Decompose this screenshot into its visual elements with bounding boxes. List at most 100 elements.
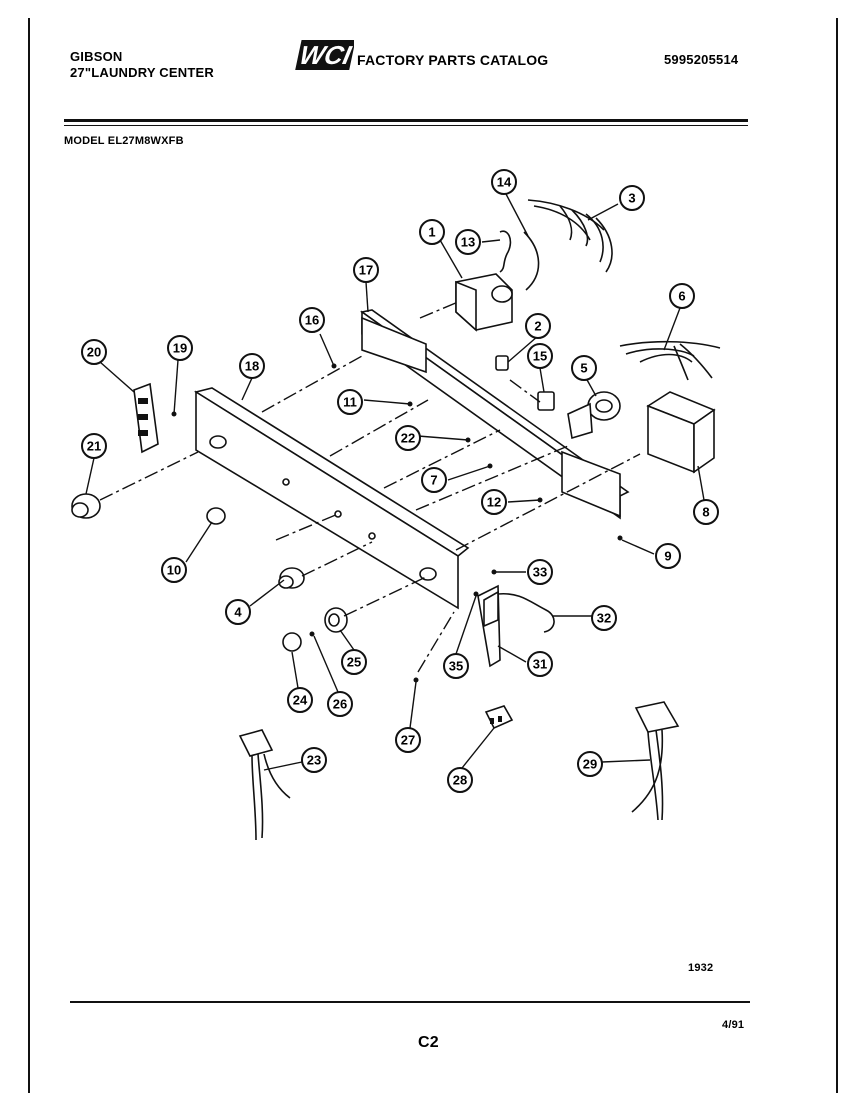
svg-text:1: 1	[428, 225, 435, 240]
assembly-lines	[99, 301, 641, 673]
page-frame	[28, 18, 838, 1093]
callout-16: 16	[299, 307, 325, 333]
callout-35: 35	[443, 653, 469, 679]
svg-text:17: 17	[359, 263, 373, 278]
wire-clip-14	[523, 231, 540, 291]
svg-text:19: 19	[173, 341, 187, 356]
svg-text:23: 23	[307, 753, 321, 768]
callout-14: 14	[491, 169, 517, 195]
svg-text:6: 6	[678, 289, 685, 304]
svg-text:4: 4	[234, 605, 242, 620]
svg-text:5: 5	[580, 361, 587, 376]
svg-text:33: 33	[533, 565, 547, 580]
svg-text:27: 27	[401, 733, 415, 748]
callout-8: 8	[693, 499, 719, 525]
header-rule-bottom	[64, 125, 748, 126]
svg-text:16: 16	[305, 313, 319, 328]
callout-23: 23	[301, 747, 327, 773]
svg-text:26: 26	[333, 697, 347, 712]
svg-text:25: 25	[347, 655, 361, 670]
button-10	[206, 507, 226, 525]
header-rule-top	[64, 119, 748, 122]
connector-harness-29	[631, 701, 680, 821]
svg-text:8: 8	[702, 505, 709, 520]
svg-text:21: 21	[87, 439, 101, 454]
rear-bracket	[360, 309, 630, 520]
svg-text:22: 22	[401, 431, 415, 446]
callout-18: 18	[239, 353, 265, 379]
svg-text:18: 18	[245, 359, 259, 374]
wire-32	[497, 592, 555, 633]
knob-24	[282, 632, 302, 652]
svg-text:13: 13	[461, 235, 475, 250]
knob-21	[71, 493, 101, 519]
svg-text:29: 29	[583, 757, 597, 772]
callout-10: 10	[161, 557, 187, 583]
svg-text:20: 20	[87, 345, 101, 360]
callout-32: 32	[591, 605, 617, 631]
svg-text:10: 10	[167, 563, 181, 578]
date-code: 4/91	[722, 1019, 745, 1031]
callout-21: 21	[81, 433, 107, 459]
svg-text:14: 14	[497, 175, 512, 190]
svg-text:31: 31	[533, 657, 547, 672]
wire-harness-3	[527, 199, 613, 273]
catalog-title: FACTORY PARTS CATALOG	[357, 52, 549, 68]
svg-text:2: 2	[534, 319, 541, 334]
knob-bracket	[133, 382, 159, 454]
callout-24: 24	[287, 687, 313, 713]
footer-rule	[70, 1001, 750, 1003]
callout-1: 1	[419, 219, 445, 245]
product-name: 27"LAUNDRY CENTER	[70, 65, 214, 80]
callout-26: 26	[327, 691, 353, 717]
wire-harness-6	[619, 340, 721, 381]
svg-text:11: 11	[343, 395, 357, 410]
callout-12: 12	[481, 489, 507, 515]
callout-20: 20	[81, 339, 107, 365]
callout-31: 31	[527, 651, 553, 677]
knob-25	[324, 607, 348, 633]
callout-3: 3	[619, 185, 645, 211]
callout-33: 33	[527, 559, 553, 585]
svg-text:7: 7	[430, 473, 437, 488]
callout-17: 17	[353, 257, 379, 283]
callout-25: 25	[341, 649, 367, 675]
svg-text:12: 12	[487, 495, 501, 510]
svg-text:35: 35	[449, 659, 463, 674]
page-id: C2	[418, 1034, 439, 1051]
svg-text:3: 3	[628, 191, 635, 206]
callout-11: 11	[337, 389, 363, 415]
callout-27: 27	[395, 727, 421, 753]
switch-28	[484, 705, 514, 730]
drawing-number: 1932	[688, 962, 714, 974]
callout-22: 22	[395, 425, 421, 451]
terminal-block	[537, 391, 555, 411]
wire-clip-13	[499, 230, 512, 273]
switch-2	[495, 355, 509, 371]
callout-13: 13	[455, 229, 481, 255]
knob-4	[278, 567, 305, 589]
fan-motor	[567, 391, 621, 440]
svg-text:15: 15	[533, 349, 547, 364]
callout-4: 4	[225, 599, 251, 625]
catalog-number: 5995205514	[664, 52, 739, 67]
timer	[455, 273, 513, 332]
svg-text:9: 9	[664, 549, 671, 564]
callout-2: 2	[525, 313, 551, 339]
callout-15: 15	[527, 343, 553, 369]
svg-text:28: 28	[453, 773, 467, 788]
control-panel	[193, 387, 470, 610]
callout-5: 5	[571, 355, 597, 381]
brand-name: GIBSON	[70, 49, 123, 64]
connector-harness-23	[238, 729, 291, 841]
transformer-box	[646, 391, 716, 474]
callout-29: 29	[577, 751, 603, 777]
callout-7: 7	[421, 467, 447, 493]
leader-lines	[85, 193, 705, 771]
logo-lettering: WCI	[297, 40, 354, 70]
callout-19: 19	[167, 335, 193, 361]
svg-text:32: 32	[597, 611, 611, 626]
callout-6: 6	[669, 283, 695, 309]
svg-text:24: 24	[293, 693, 308, 708]
